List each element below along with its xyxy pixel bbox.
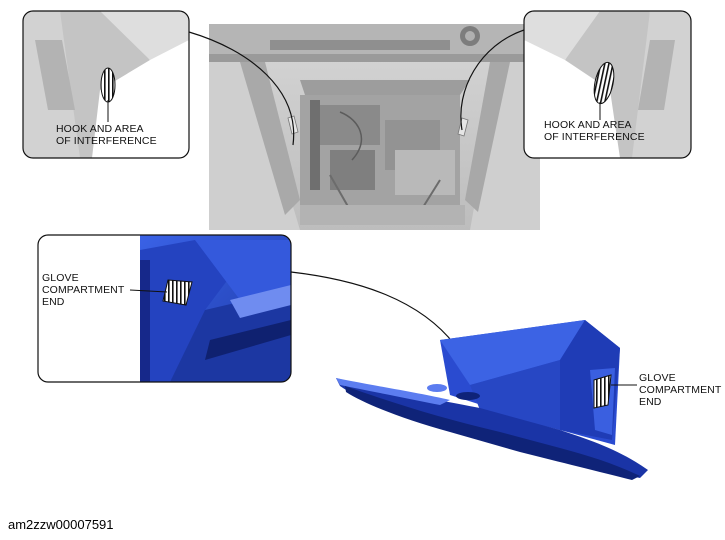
label-line: HOOK AND AREA [544, 119, 632, 131]
label-line: OF INTERFERENCE [56, 135, 157, 147]
callout-label-right: GLOVE COMPARTMENT END [639, 372, 725, 408]
glove-compartment [336, 320, 648, 480]
callout-top-right-inset [523, 10, 692, 159]
connector-top-right [460, 29, 525, 131]
label-line: GLOVE [42, 272, 79, 284]
callout-label-mid-left: GLOVE COMPARTMENT END [42, 272, 124, 308]
label-line: OF INTERFERENCE [544, 131, 645, 143]
label-line: COMPARTMENT [42, 284, 125, 296]
figure-id: am2zzw00007591 [8, 517, 114, 532]
label-line: END [42, 296, 65, 308]
label-line: GLOVE [639, 372, 676, 384]
label-line: HOOK AND AREA [56, 123, 144, 135]
leader-line-mid-left [129, 289, 168, 293]
dashboard-photo [209, 24, 540, 230]
hook-area-hatch-top-left [100, 67, 116, 103]
glove-end-hatch-right [593, 374, 612, 409]
callout-top-left-inset [22, 10, 190, 159]
glove-end-hatch-mid-left [162, 279, 193, 306]
label-line: END [639, 396, 662, 408]
connector-mid-left [290, 271, 456, 346]
callout-label-top-right: HOOK AND AREA OF INTERFERENCE [544, 119, 645, 143]
label-line: COMPARTMENT [639, 384, 722, 396]
callout-mid-left-inset [37, 234, 292, 383]
callout-label-top-left: HOOK AND AREA OF INTERFERENCE [56, 123, 157, 147]
connector-top-left [188, 31, 295, 146]
